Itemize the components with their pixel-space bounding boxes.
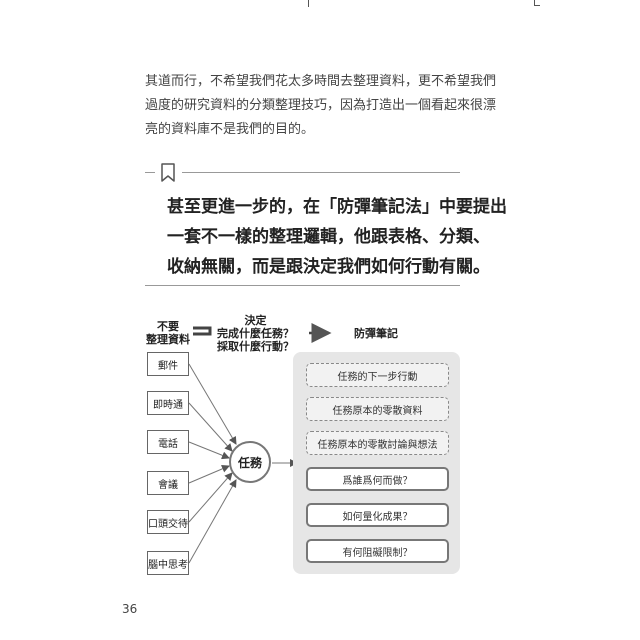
paragraph-line: 亮的資料庫不是我們的目的。 (145, 122, 315, 137)
paragraph-line: 過度的研究資料的分類整理技巧，因為打造出一個看起來很漂 (145, 98, 497, 113)
source-arrow (188, 441, 230, 460)
notes-panel (293, 352, 460, 574)
header-line: 決定 (244, 314, 267, 327)
quote-line: 甚至更進一步的，在「防彈筆記法」中要提出 (167, 197, 507, 217)
header-decide: 決定 完成什麼任務？ 採取什麼行動？ (217, 314, 294, 353)
header-line: 採取什麼行動？ (217, 340, 294, 353)
page-number: 36 (122, 602, 138, 616)
crop-mark (308, 0, 309, 7)
output-quantify: 如何量化成果？ (306, 503, 449, 527)
crop-mark (534, 5, 540, 6)
quote-line: 一套不一樣的整理邏輯，他跟表格、分類、 (167, 227, 490, 247)
output-next-action: 任務的下一步行動 (306, 363, 449, 387)
header-line: 完成什麼任務？ (217, 327, 294, 340)
header-line: 整理資料 (146, 333, 190, 346)
source-arrow (188, 472, 233, 523)
source-arrow (188, 465, 230, 484)
header-arrow-1 (193, 326, 212, 336)
output-scattered-ideas: 任務原本的零散討論與想法 (306, 431, 449, 455)
header-line: 不要 (157, 320, 179, 333)
paragraph-line: 其道而行，不希望我們花太多時間去整理資料，更不希望我們 (145, 74, 497, 89)
quote-line: 收納無關，而是跟決定我們如何行動有關。 (167, 257, 490, 277)
crop-mark (534, 0, 535, 6)
output-for-whom: 爲誰爲何而做？ (306, 467, 449, 491)
quote-top-rule (182, 172, 460, 173)
source-thoughts: 腦中思考 (147, 551, 189, 575)
task-node: 任務 (229, 441, 271, 483)
source-verbal: 口頭交待 (147, 510, 189, 534)
source-arrow (188, 363, 237, 445)
source-phone: 電話 (147, 430, 189, 454)
output-scattered-data: 任務原本的零散資料 (306, 397, 449, 421)
source-email: 郵件 (147, 352, 189, 376)
quote-bottom-rule (145, 285, 460, 286)
body-paragraph: 其道而行，不希望我們花太多時間去整理資料，更不希望我們 過度的研究資料的分類整理… (145, 70, 497, 142)
header-bulletproof-notes: 防彈筆記 (354, 327, 398, 340)
output-obstacles: 有何阻礙限制？ (306, 539, 449, 563)
bookmark-icon (161, 163, 175, 182)
quote-top-rule (145, 172, 155, 173)
pull-quote: 甚至更進一步的，在「防彈筆記法」中要提出 一套不一樣的整理邏輯，他跟表格、分類、… (167, 192, 507, 282)
source-arrow (188, 402, 233, 452)
source-meeting: 會議 (147, 471, 189, 495)
header-dont-organize: 不要 整理資料 (146, 320, 190, 346)
source-arrow (188, 479, 237, 564)
source-im: 即時通 (147, 391, 189, 415)
